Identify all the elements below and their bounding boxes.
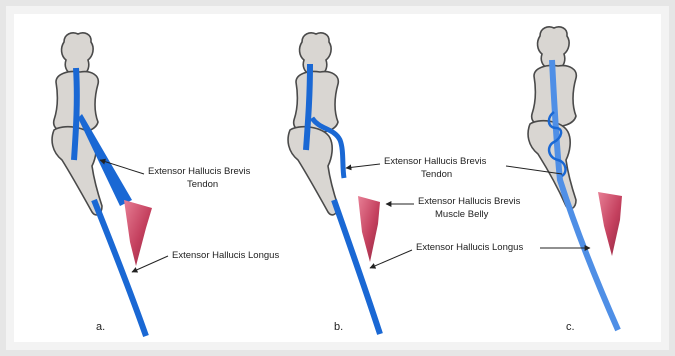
callout-ehb-muscle-b-line1: Extensor Hallucis Brevis — [418, 196, 521, 207]
ehb-muscle-c — [598, 192, 622, 256]
callout-ehb-muscle-b-line2: Muscle Belly — [435, 209, 489, 220]
callout-ehl-a: Extensor Hallucis Longus — [172, 250, 279, 261]
toe-bones-c — [528, 27, 576, 209]
panel-b — [288, 33, 380, 334]
panel-label-a: a. — [96, 321, 105, 333]
panel-c — [528, 27, 622, 330]
toe-bones-b — [288, 33, 338, 215]
distal-phalanx-b — [300, 33, 332, 74]
callout-ehb-tendon-b-line2: Tendon — [421, 169, 452, 180]
ehl-tendon-a — [74, 68, 77, 160]
distal-phalanx-a — [62, 33, 94, 74]
metatarsal-b — [288, 127, 338, 215]
metatarsal-c — [528, 121, 576, 209]
callout-ehl-b: Extensor Hallucis Longus — [416, 242, 523, 253]
arrow-ehb-tendon-b — [346, 164, 380, 168]
callout-ehb-tendon-b-line1: Extensor Hallucis Brevis — [384, 156, 487, 167]
arrow-ehl-b — [370, 250, 412, 268]
ehb-muscle-b — [358, 196, 380, 262]
callout-ehb-tendon-a-line2: Tendon — [187, 179, 218, 190]
panel-a — [52, 33, 152, 336]
ehb-muscle-a — [124, 200, 152, 266]
callout-ehb-tendon-a-line1: Extensor Hallucis Brevis — [148, 166, 251, 177]
panel-label-c: c. — [566, 321, 575, 333]
panel-label-b: b. — [334, 321, 343, 333]
